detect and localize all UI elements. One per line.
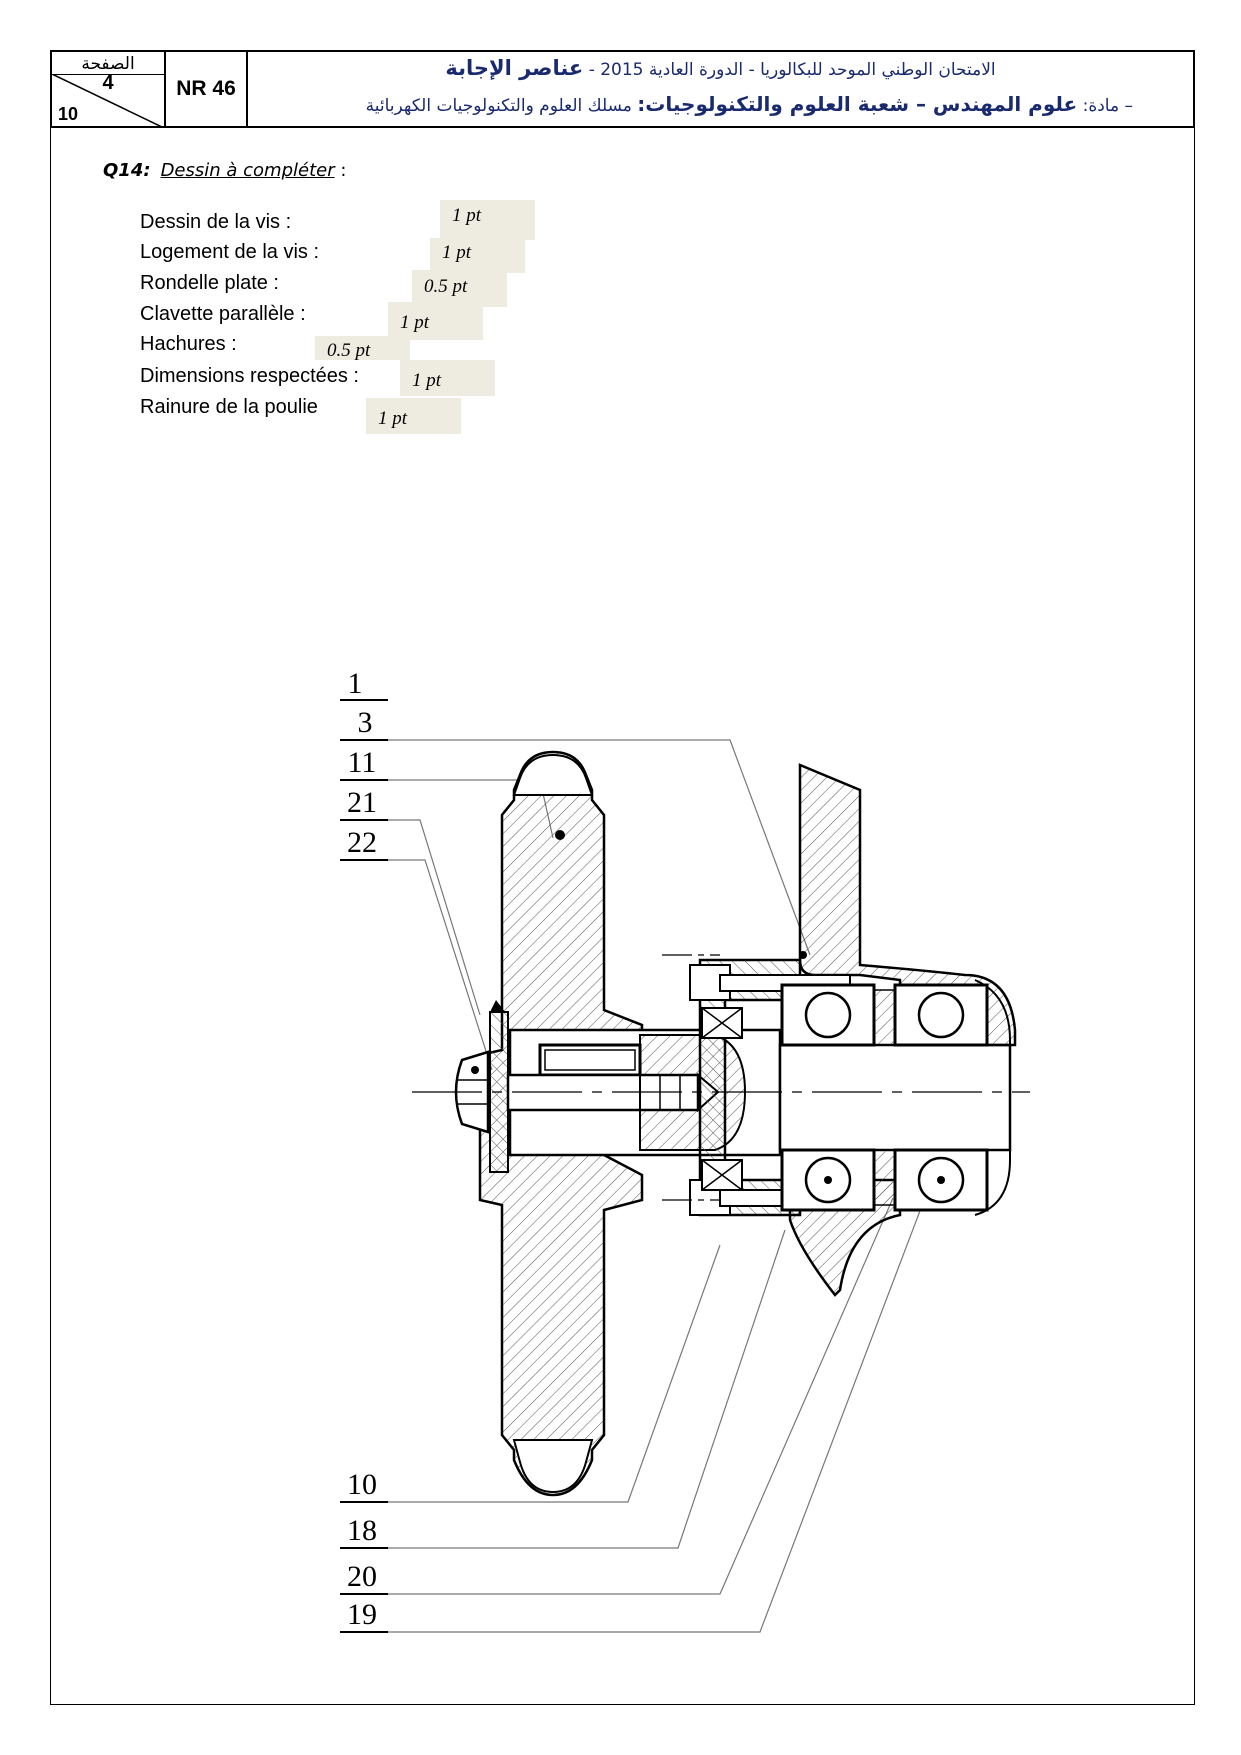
criterion-label: Hachures : — [140, 333, 237, 355]
label-11: 11 — [348, 746, 377, 779]
header-line-2: – مادة: علوم المهندس – شعبة العلوم والتك… — [365, 92, 1133, 116]
header-line-1: الامتحان الوطني الموحد للبكالوريا - الدو… — [445, 56, 996, 80]
label-18: 18 — [347, 1514, 377, 1547]
points-box: 1 pt — [430, 238, 525, 273]
criterion-label: Rondelle plate : — [140, 272, 279, 294]
label-20: 20 — [347, 1560, 377, 1593]
label-21: 21 — [347, 786, 377, 819]
label-19: 19 — [347, 1598, 377, 1631]
page-current: 4 — [102, 72, 114, 94]
bearings — [701, 983, 989, 1212]
points-box: 0.5 pt — [412, 270, 507, 307]
criterion-label: Logement de la vis : — [140, 241, 319, 263]
label-10: 10 — [347, 1468, 377, 1501]
points-box: 1 pt — [440, 200, 535, 240]
points-box: 1 pt — [400, 360, 495, 396]
screw — [454, 1000, 720, 1173]
criterion-label: Clavette parallèle : — [140, 303, 306, 325]
header-title: الامتحان الوطني الموحد للبكالوريا - الدو… — [248, 52, 1193, 126]
center-axis — [412, 954, 1030, 1201]
leader-lines — [388, 739, 946, 1633]
page-label: الصفحة — [81, 54, 135, 74]
label-3: 3 — [358, 706, 373, 739]
page-number-box: الصفحة 4 10 — [52, 52, 166, 128]
page-total: 10 — [58, 104, 79, 124]
criterion-label: Dessin de la vis : — [140, 211, 292, 233]
exam-code: NR 46 — [166, 52, 248, 126]
top-labels: 1 3 11 21 22 — [340, 667, 388, 861]
question-title: Q14:Dessin à compléter : — [103, 160, 347, 181]
header: الصفحة 4 10 NR 46 الامتحان الوطني الموحد… — [50, 50, 1195, 128]
bottom-labels: 10 18 20 19 — [340, 1468, 388, 1633]
label-22: 22 — [347, 826, 377, 859]
points-box: 0.5 pt — [315, 336, 410, 361]
points-box: 1 pt — [388, 302, 483, 340]
points-box: 1 pt — [366, 398, 461, 434]
criterion-label: Dimensions respectées : — [140, 365, 359, 387]
label-1: 1 — [348, 667, 363, 700]
page-diagonal — [52, 74, 164, 128]
criterion-label: Rainure de la poulie — [140, 396, 318, 418]
